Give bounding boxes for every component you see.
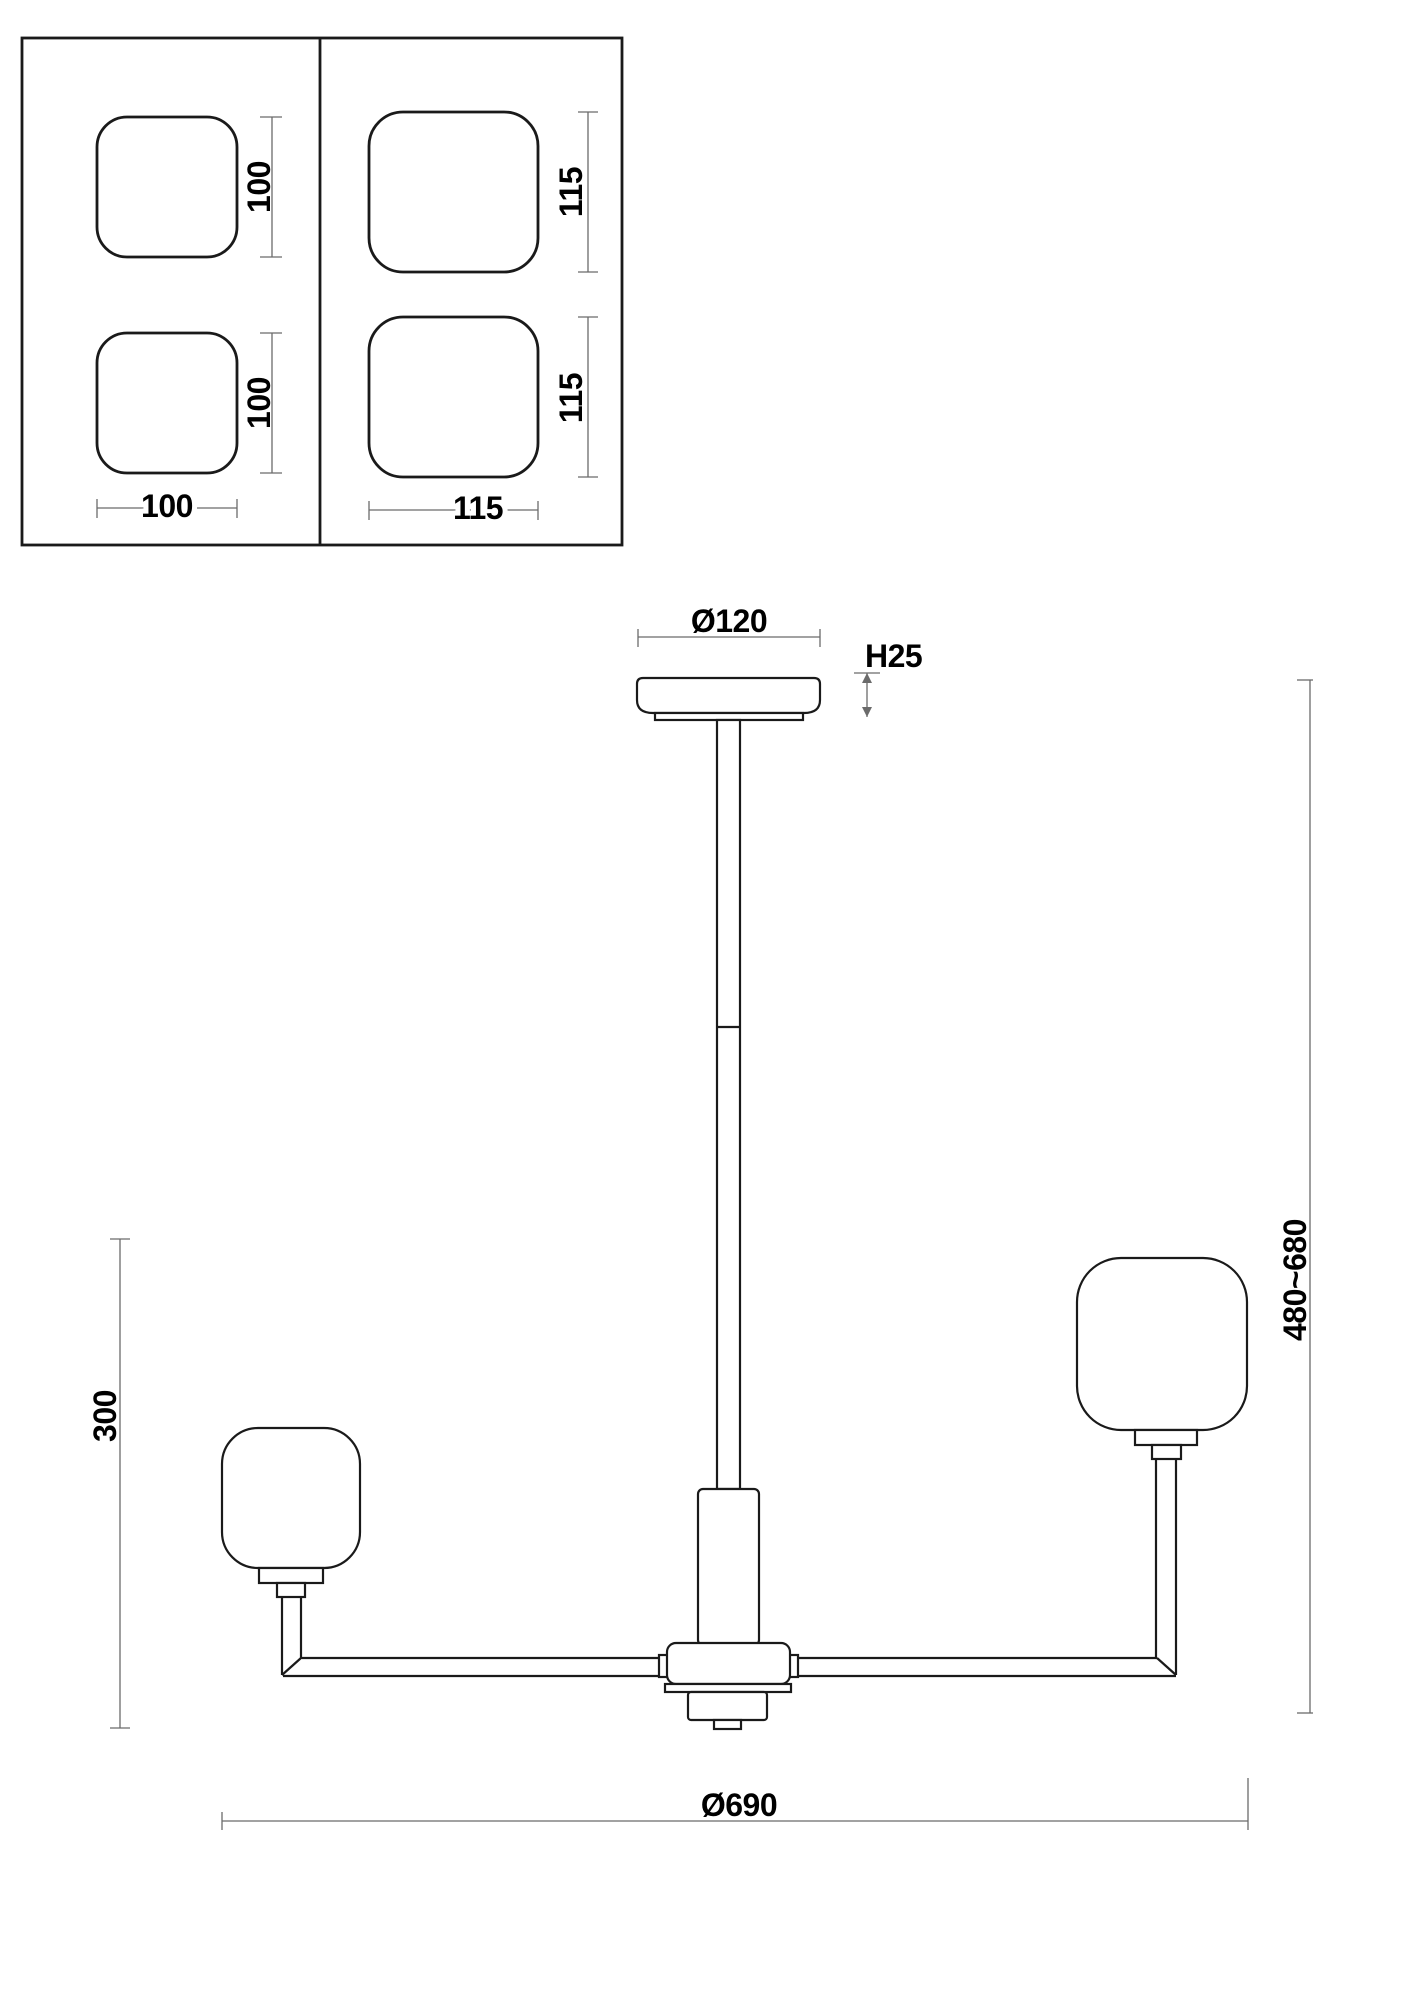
shade-115-bottom-outline	[367, 315, 540, 479]
dim-label-right-top-height: 115	[553, 167, 589, 217]
dim-label-left-top-height: 100	[241, 161, 277, 213]
dim-label-canopy-diameter: Ø120	[691, 603, 767, 639]
detail-panel-left: 100 100 100	[95, 115, 282, 529]
center-hub	[665, 1641, 792, 1686]
right-shade	[1075, 1256, 1249, 1432]
dim-canopy-height: H25	[854, 638, 923, 717]
right-arm	[797, 1459, 1178, 1678]
dim-height-range: 480~680	[1277, 679, 1313, 1714]
dim-arm-height: 300	[87, 1238, 130, 1729]
right-shade-neck-upper	[1133, 1428, 1199, 1447]
dim-arrow-down	[862, 707, 872, 717]
right-elbow-miter	[1156, 1657, 1177, 1676]
hub-socket	[686, 1690, 769, 1722]
detail-panel-right: 115 115 115	[367, 110, 598, 531]
dim-canopy-diameter: Ø120	[637, 603, 821, 647]
dim-left-width: 100	[96, 483, 238, 529]
dim-label-fixture-diameter: Ø690	[701, 1787, 777, 1823]
left-shade-neck-upper	[257, 1566, 325, 1585]
dim-left-top-height: 100	[241, 116, 282, 258]
dim-label-right-bottom-height: 115	[553, 373, 589, 423]
left-lamp	[220, 1426, 362, 1599]
main-elevation: Ø120 H25	[87, 603, 1313, 1830]
hub-bottom-plate	[663, 1682, 793, 1694]
shade-115-top-outline	[367, 110, 540, 274]
right-shade-neck-lower	[1150, 1443, 1183, 1461]
dim-label-canopy-height: H25	[865, 638, 922, 674]
shade-100-bottom-outline	[95, 331, 239, 475]
dim-left-bottom-height: 100	[241, 332, 282, 474]
dim-right-bottom-height: 115	[553, 316, 598, 478]
right-lamp	[1075, 1256, 1249, 1461]
left-elbow-miter	[281, 1657, 302, 1676]
dim-label-height-range: 480~680	[1277, 1219, 1313, 1341]
hub-nipple	[712, 1718, 743, 1731]
dim-label-left-bottom-height: 100	[241, 377, 277, 429]
suspension-rod	[715, 718, 742, 1491]
dim-label-right-width: 115	[453, 490, 503, 526]
ceiling-canopy	[635, 676, 822, 715]
shade-100-top-outline	[95, 115, 239, 259]
dim-label-arm-height: 300	[87, 1390, 123, 1442]
left-arm	[280, 1597, 660, 1678]
detail-panels: 100 100 100 115	[20, 36, 624, 547]
dim-arrow-up	[862, 673, 872, 683]
dim-right-top-height: 115	[553, 111, 598, 273]
center-sleeve	[696, 1487, 761, 1647]
dim-right-width: 115	[368, 485, 539, 531]
dim-label-left-width: 100	[141, 488, 193, 524]
left-shade-neck-lower	[275, 1581, 307, 1599]
dim-fixture-diameter: Ø690	[221, 1778, 1249, 1830]
left-shade	[220, 1426, 362, 1570]
